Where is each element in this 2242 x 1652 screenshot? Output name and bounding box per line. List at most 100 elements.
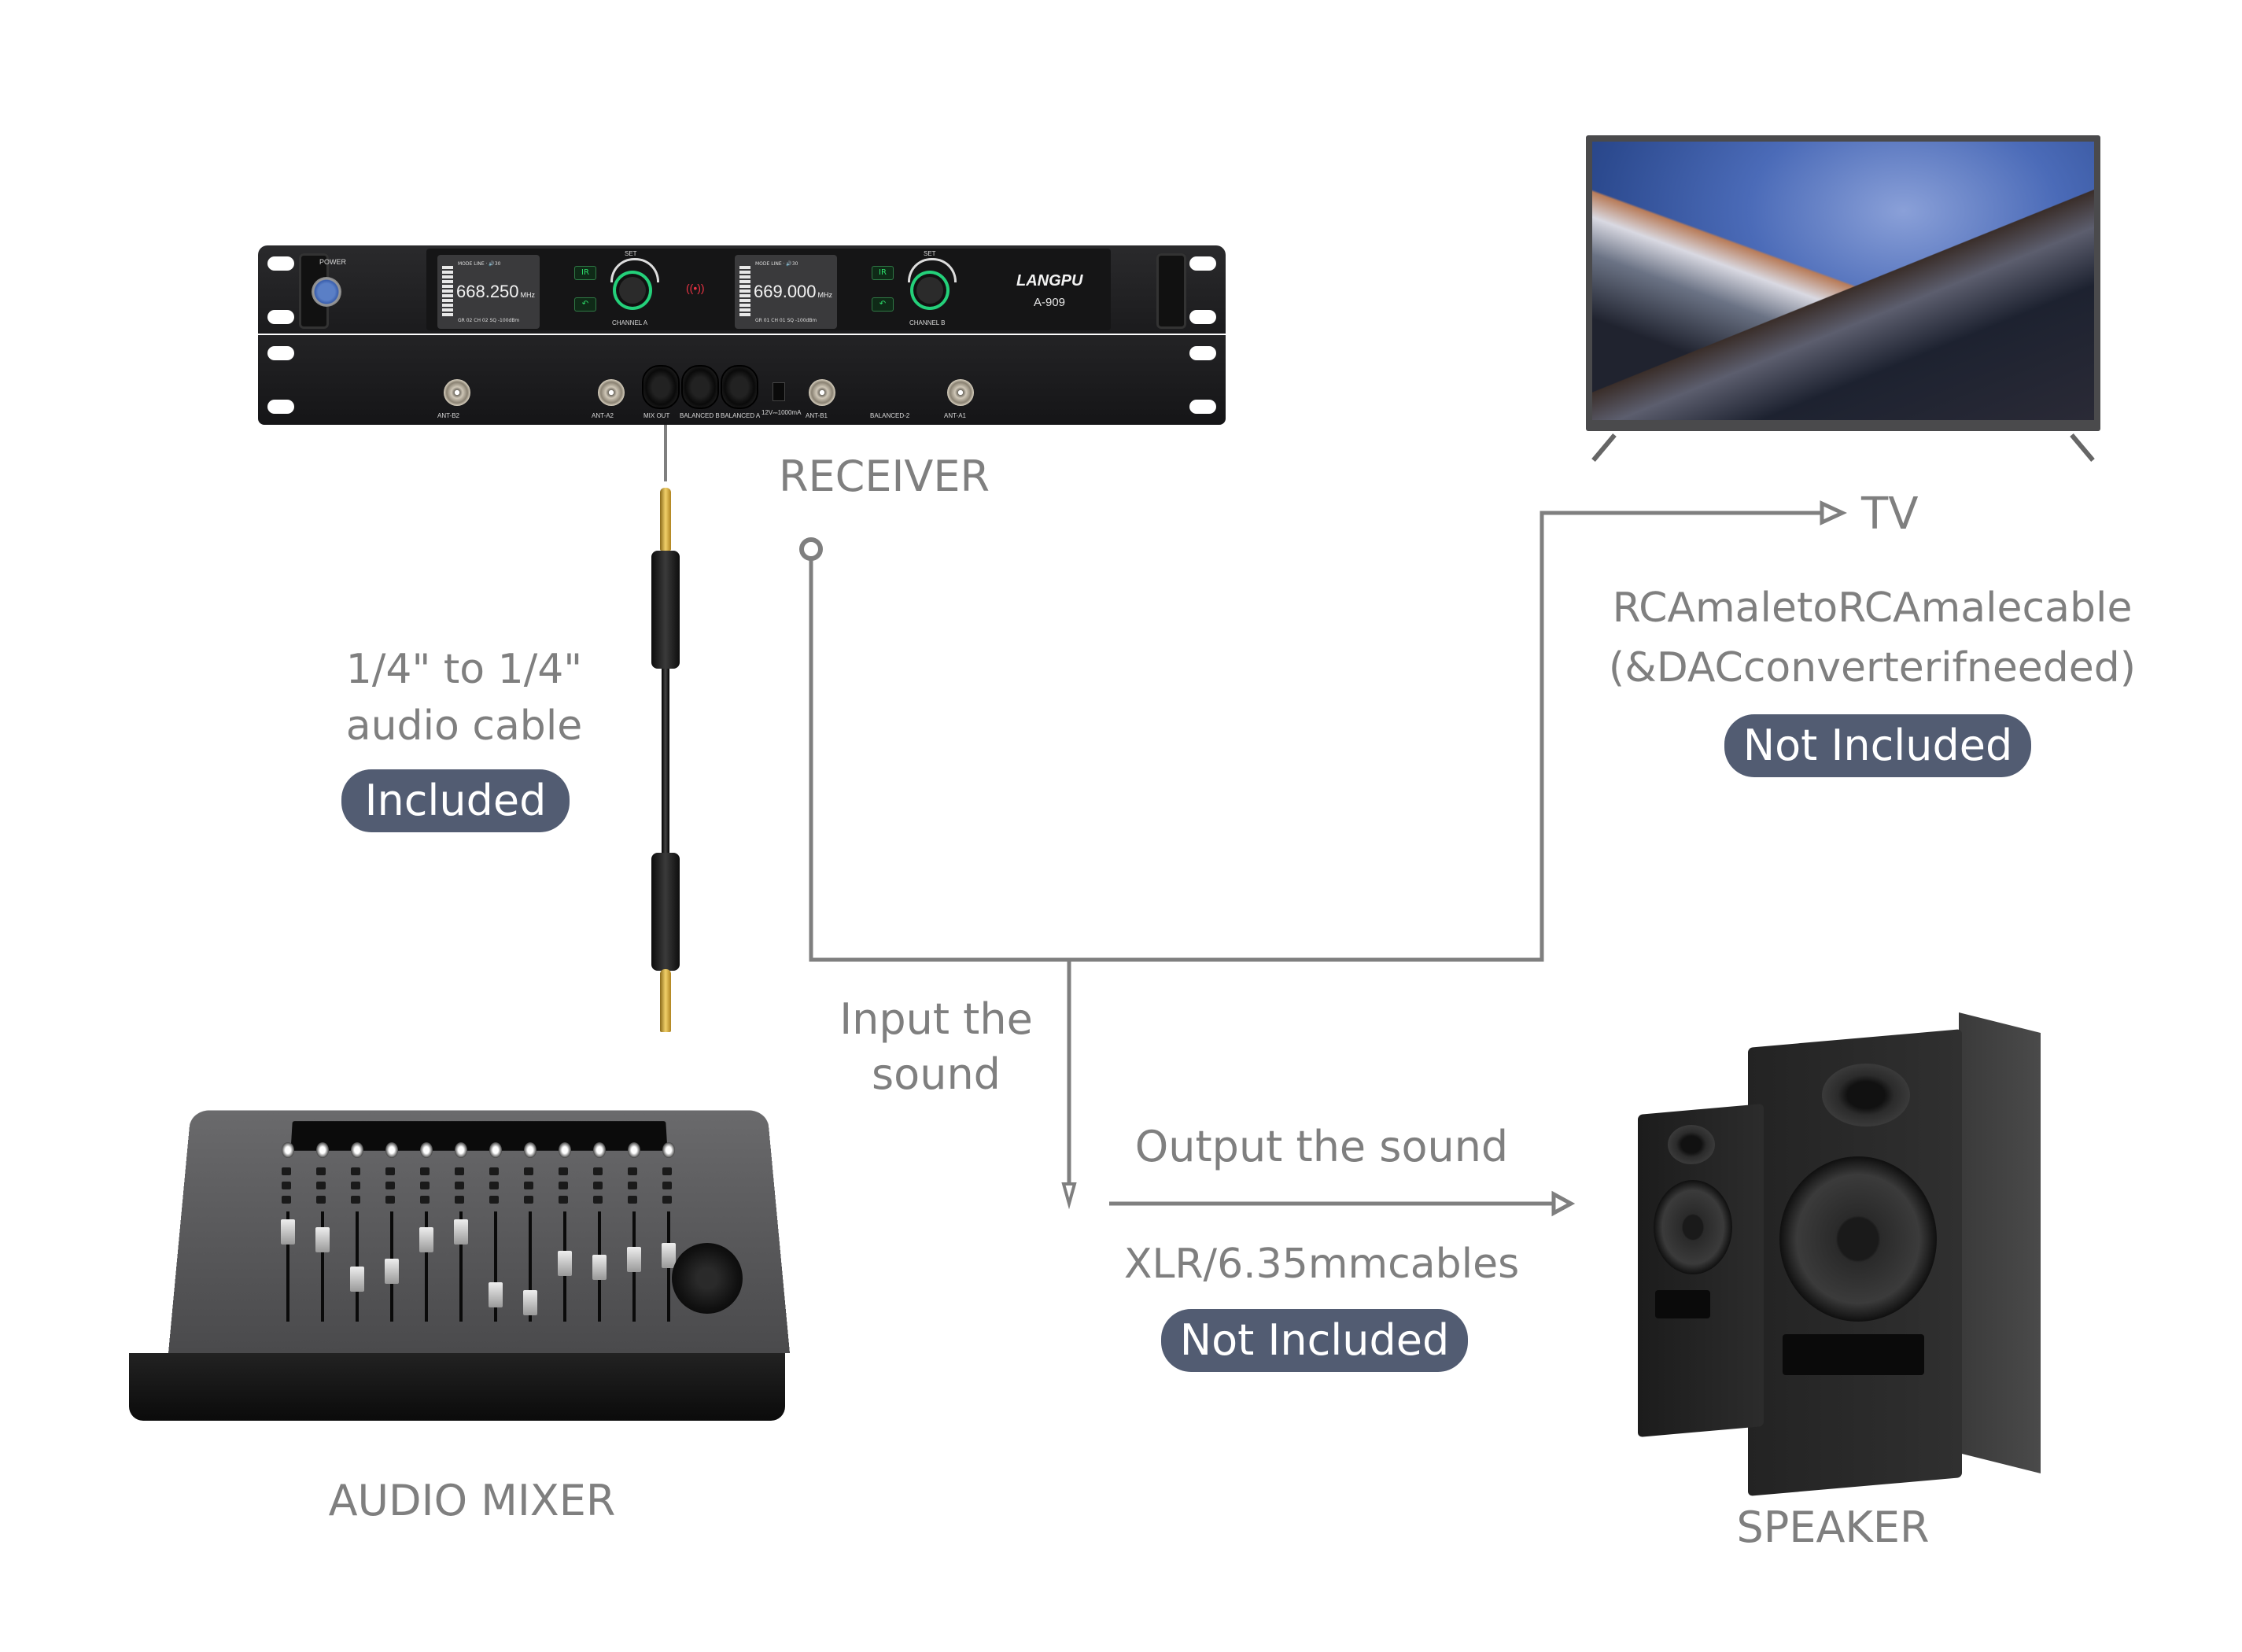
fader-handle[interactable] <box>454 1219 468 1245</box>
channel-button[interactable] <box>662 1182 672 1189</box>
level-meter-icon <box>739 266 750 318</box>
channel-button[interactable] <box>420 1196 430 1204</box>
channel-button[interactable] <box>628 1182 637 1189</box>
mixer-control-surface <box>168 1110 790 1353</box>
fader-handle[interactable] <box>315 1227 330 1252</box>
fader-handle[interactable] <box>489 1282 503 1307</box>
channel-knob[interactable] <box>489 1142 502 1158</box>
channel-button[interactable] <box>351 1182 360 1189</box>
audio-mixer-device <box>129 1086 790 1436</box>
channel-button[interactable] <box>489 1196 499 1204</box>
back-button[interactable]: ↶ <box>574 297 596 312</box>
power-label: POWER <box>319 258 347 266</box>
level-meter-icon <box>442 266 453 318</box>
port-label: BALANCED B <box>680 412 720 419</box>
rack-ear-hole <box>267 310 294 324</box>
channel-knob[interactable] <box>282 1142 294 1158</box>
channel-button[interactable] <box>282 1196 291 1204</box>
tv-cable-line1: RCAmaletoRCAmalecable <box>1612 584 2133 632</box>
port-label: ANT-A2 <box>592 412 614 419</box>
channel-button[interactable] <box>420 1167 430 1175</box>
channel-button[interactable] <box>559 1196 568 1204</box>
channel-button[interactable] <box>628 1167 637 1175</box>
channel-knob[interactable] <box>524 1142 537 1158</box>
channel-a-label: CHANNEL A <box>612 319 648 326</box>
channel-button[interactable] <box>524 1182 533 1189</box>
fader-track <box>321 1211 324 1322</box>
channel-button[interactable] <box>282 1167 291 1175</box>
channel-button[interactable] <box>385 1182 395 1189</box>
channel-button[interactable] <box>316 1196 326 1204</box>
channel-knob[interactable] <box>455 1142 467 1158</box>
receiver-label: RECEIVER <box>779 452 990 501</box>
channel-knob[interactable] <box>385 1142 398 1158</box>
channel-button[interactable] <box>662 1167 672 1175</box>
rack-ear-hole <box>1189 346 1216 360</box>
channel-b-knob[interactable] <box>910 271 950 310</box>
jog-wheel[interactable] <box>672 1243 743 1314</box>
back-button[interactable]: ↶ <box>872 297 894 312</box>
bass-port <box>1783 1334 1924 1375</box>
channel-knob[interactable] <box>662 1142 675 1158</box>
channel-button[interactable] <box>489 1167 499 1175</box>
fader-handle[interactable] <box>558 1251 572 1276</box>
cable-label-line2: audio cable <box>345 702 583 750</box>
antenna-connector <box>947 379 974 406</box>
channel-knob[interactable] <box>420 1142 433 1158</box>
receiver-node-marker <box>799 537 823 561</box>
channel-button[interactable] <box>489 1182 499 1189</box>
channel-button[interactable] <box>593 1167 603 1175</box>
port-label: 12V⎓1000mA <box>761 409 802 416</box>
channel-button[interactable] <box>351 1167 360 1175</box>
channel-button[interactable] <box>420 1182 430 1189</box>
channel-button[interactable] <box>316 1182 326 1189</box>
fader-track <box>425 1211 428 1322</box>
channel-knob[interactable] <box>593 1142 606 1158</box>
fader-handle[interactable] <box>627 1247 641 1272</box>
rack-ear-hole <box>267 346 294 360</box>
channel-button[interactable] <box>524 1167 533 1175</box>
channel-button[interactable] <box>524 1196 533 1204</box>
channel-button[interactable] <box>455 1182 464 1189</box>
channel-knob[interactable] <box>316 1142 329 1158</box>
fader-handle[interactable] <box>281 1219 295 1245</box>
plug-tip <box>660 969 671 1032</box>
ir-button[interactable]: IR <box>574 266 596 280</box>
power-button-icon[interactable] <box>312 277 341 307</box>
channel-button[interactable] <box>593 1182 603 1189</box>
channel-button[interactable] <box>593 1196 603 1204</box>
channel-button[interactable] <box>282 1182 291 1189</box>
fader-handle[interactable] <box>385 1259 399 1284</box>
channel-button[interactable] <box>385 1167 395 1175</box>
fader-handle[interactable] <box>350 1267 364 1292</box>
lcd-status: GR 01 CH 01 SQ -100dBm <box>755 318 817 323</box>
channel-button[interactable] <box>628 1196 637 1204</box>
fader-handle[interactable] <box>592 1255 607 1280</box>
fader-handle[interactable] <box>662 1243 676 1268</box>
fader-handle[interactable] <box>523 1290 537 1315</box>
channel-button[interactable] <box>351 1196 360 1204</box>
port-label: BALANCED-2 <box>870 412 910 419</box>
ir-button[interactable]: IR <box>872 266 894 280</box>
channel-knob[interactable] <box>351 1142 363 1158</box>
rack-ear-hole <box>1189 400 1216 414</box>
channel-button[interactable] <box>559 1182 568 1189</box>
channel-button[interactable] <box>385 1196 395 1204</box>
brand-logo: LANGPU <box>1016 272 1083 289</box>
channel-button[interactable] <box>455 1167 464 1175</box>
channel-button[interactable] <box>455 1196 464 1204</box>
fader-track <box>529 1211 532 1322</box>
channel-knob[interactable] <box>559 1142 571 1158</box>
fader-handle[interactable] <box>419 1227 433 1252</box>
channel-knob[interactable] <box>628 1142 640 1158</box>
channel-a-knob[interactable] <box>613 271 652 310</box>
mixer-label: AUDIO MIXER <box>328 1476 616 1525</box>
channel-button[interactable] <box>662 1196 672 1204</box>
channel-button[interactable] <box>316 1167 326 1175</box>
fader-track <box>494 1211 497 1322</box>
channel-button[interactable] <box>559 1167 568 1175</box>
